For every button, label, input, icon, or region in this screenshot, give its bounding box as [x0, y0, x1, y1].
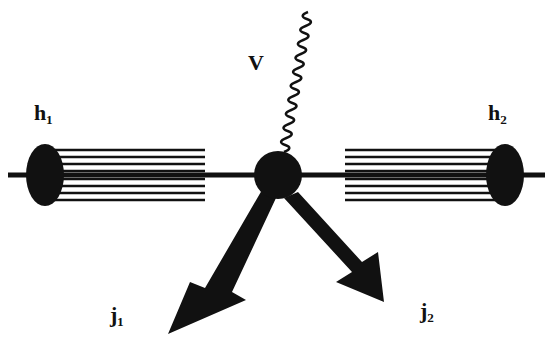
particle-label: h₁: [34, 102, 53, 124]
particle-label: h₂: [488, 102, 507, 124]
hadron-blob: [486, 144, 524, 206]
hadron-blob: [26, 144, 64, 206]
interaction-vertex: [254, 151, 302, 199]
jet-arrow: [284, 192, 384, 302]
particle-label: j₁: [110, 304, 124, 326]
parton-lines: [55, 150, 495, 200]
boson-wavy-line: [281, 12, 311, 152]
particle-label: V: [248, 52, 264, 74]
jet-arrow: [168, 190, 276, 334]
particle-label: j₂: [420, 300, 434, 322]
